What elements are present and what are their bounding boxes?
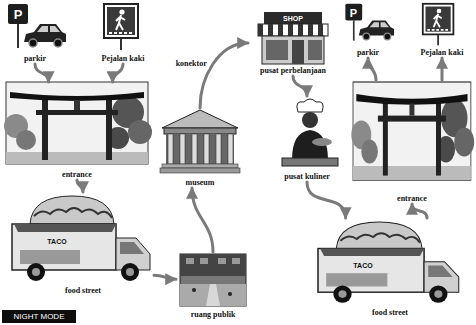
food-street-node: food street — [316, 218, 464, 318]
sign-text: SHOP — [264, 13, 322, 23]
public-space-node: ruang publik — [176, 252, 250, 320]
culinary-center-node: pusat kuliner — [276, 96, 338, 182]
entrance-node: entrance — [352, 80, 472, 204]
sign-text: TACO — [40, 236, 74, 247]
node-caption: pusat perbelanjaan — [260, 66, 326, 76]
node-caption: ruang publik — [191, 310, 236, 320]
parking-node: parkir — [342, 2, 394, 58]
node-caption: food street — [372, 308, 408, 318]
pedestrian-node: Pejalan kaki — [412, 2, 472, 58]
public-space-picture — [180, 254, 246, 306]
museum-picture — [160, 110, 240, 173]
node-caption: food street — [65, 286, 101, 296]
sign-text: P — [8, 4, 28, 24]
flow-arrow — [35, 64, 49, 82]
flow-arrow — [441, 58, 444, 80]
flow-arrow — [192, 188, 213, 252]
flow-arrow — [200, 43, 248, 108]
chef-picture — [282, 99, 338, 166]
parking-icon — [8, 4, 66, 48]
node-caption: entrance — [397, 194, 427, 204]
sign-text: P — [345, 4, 362, 21]
flow-arrow — [293, 76, 307, 96]
flow-arrow — [113, 64, 124, 82]
parking-node: parkir — [4, 2, 66, 64]
pedestrian-icon — [423, 4, 454, 45]
gate-picture — [351, 82, 474, 180]
gate-picture — [4, 82, 152, 164]
node-caption: Pejalan kaki — [421, 48, 464, 58]
pedestrian-node: Pejalan kaki — [92, 2, 154, 64]
node-caption: parkir — [357, 48, 379, 58]
edge-label: konektor — [174, 59, 209, 69]
node-caption: parkir — [24, 54, 46, 64]
node-caption: entrance — [62, 170, 92, 180]
sign-text: TACO — [346, 260, 380, 271]
flow-arrow — [412, 204, 427, 218]
node-caption: Pejalan kaki — [102, 54, 145, 64]
flow-arrow — [368, 58, 376, 80]
flow-arrow — [307, 182, 346, 218]
node-caption: pusat kuliner — [284, 172, 330, 182]
shop-picture — [258, 12, 328, 64]
mode-text: NIGHT MODE — [14, 312, 65, 322]
pedestrian-icon — [104, 4, 138, 50]
truck-picture — [318, 222, 459, 303]
parking-icon — [345, 4, 394, 41]
museum-node: museum — [160, 108, 240, 188]
food-street-node: food street — [12, 192, 154, 296]
truck-picture — [12, 196, 150, 281]
flow-arrow — [154, 275, 176, 279]
entrance-node: entrance — [6, 82, 148, 180]
node-caption: museum — [186, 178, 215, 188]
mode-badge: NIGHT MODE — [2, 310, 76, 323]
flow-arrow — [77, 180, 83, 192]
